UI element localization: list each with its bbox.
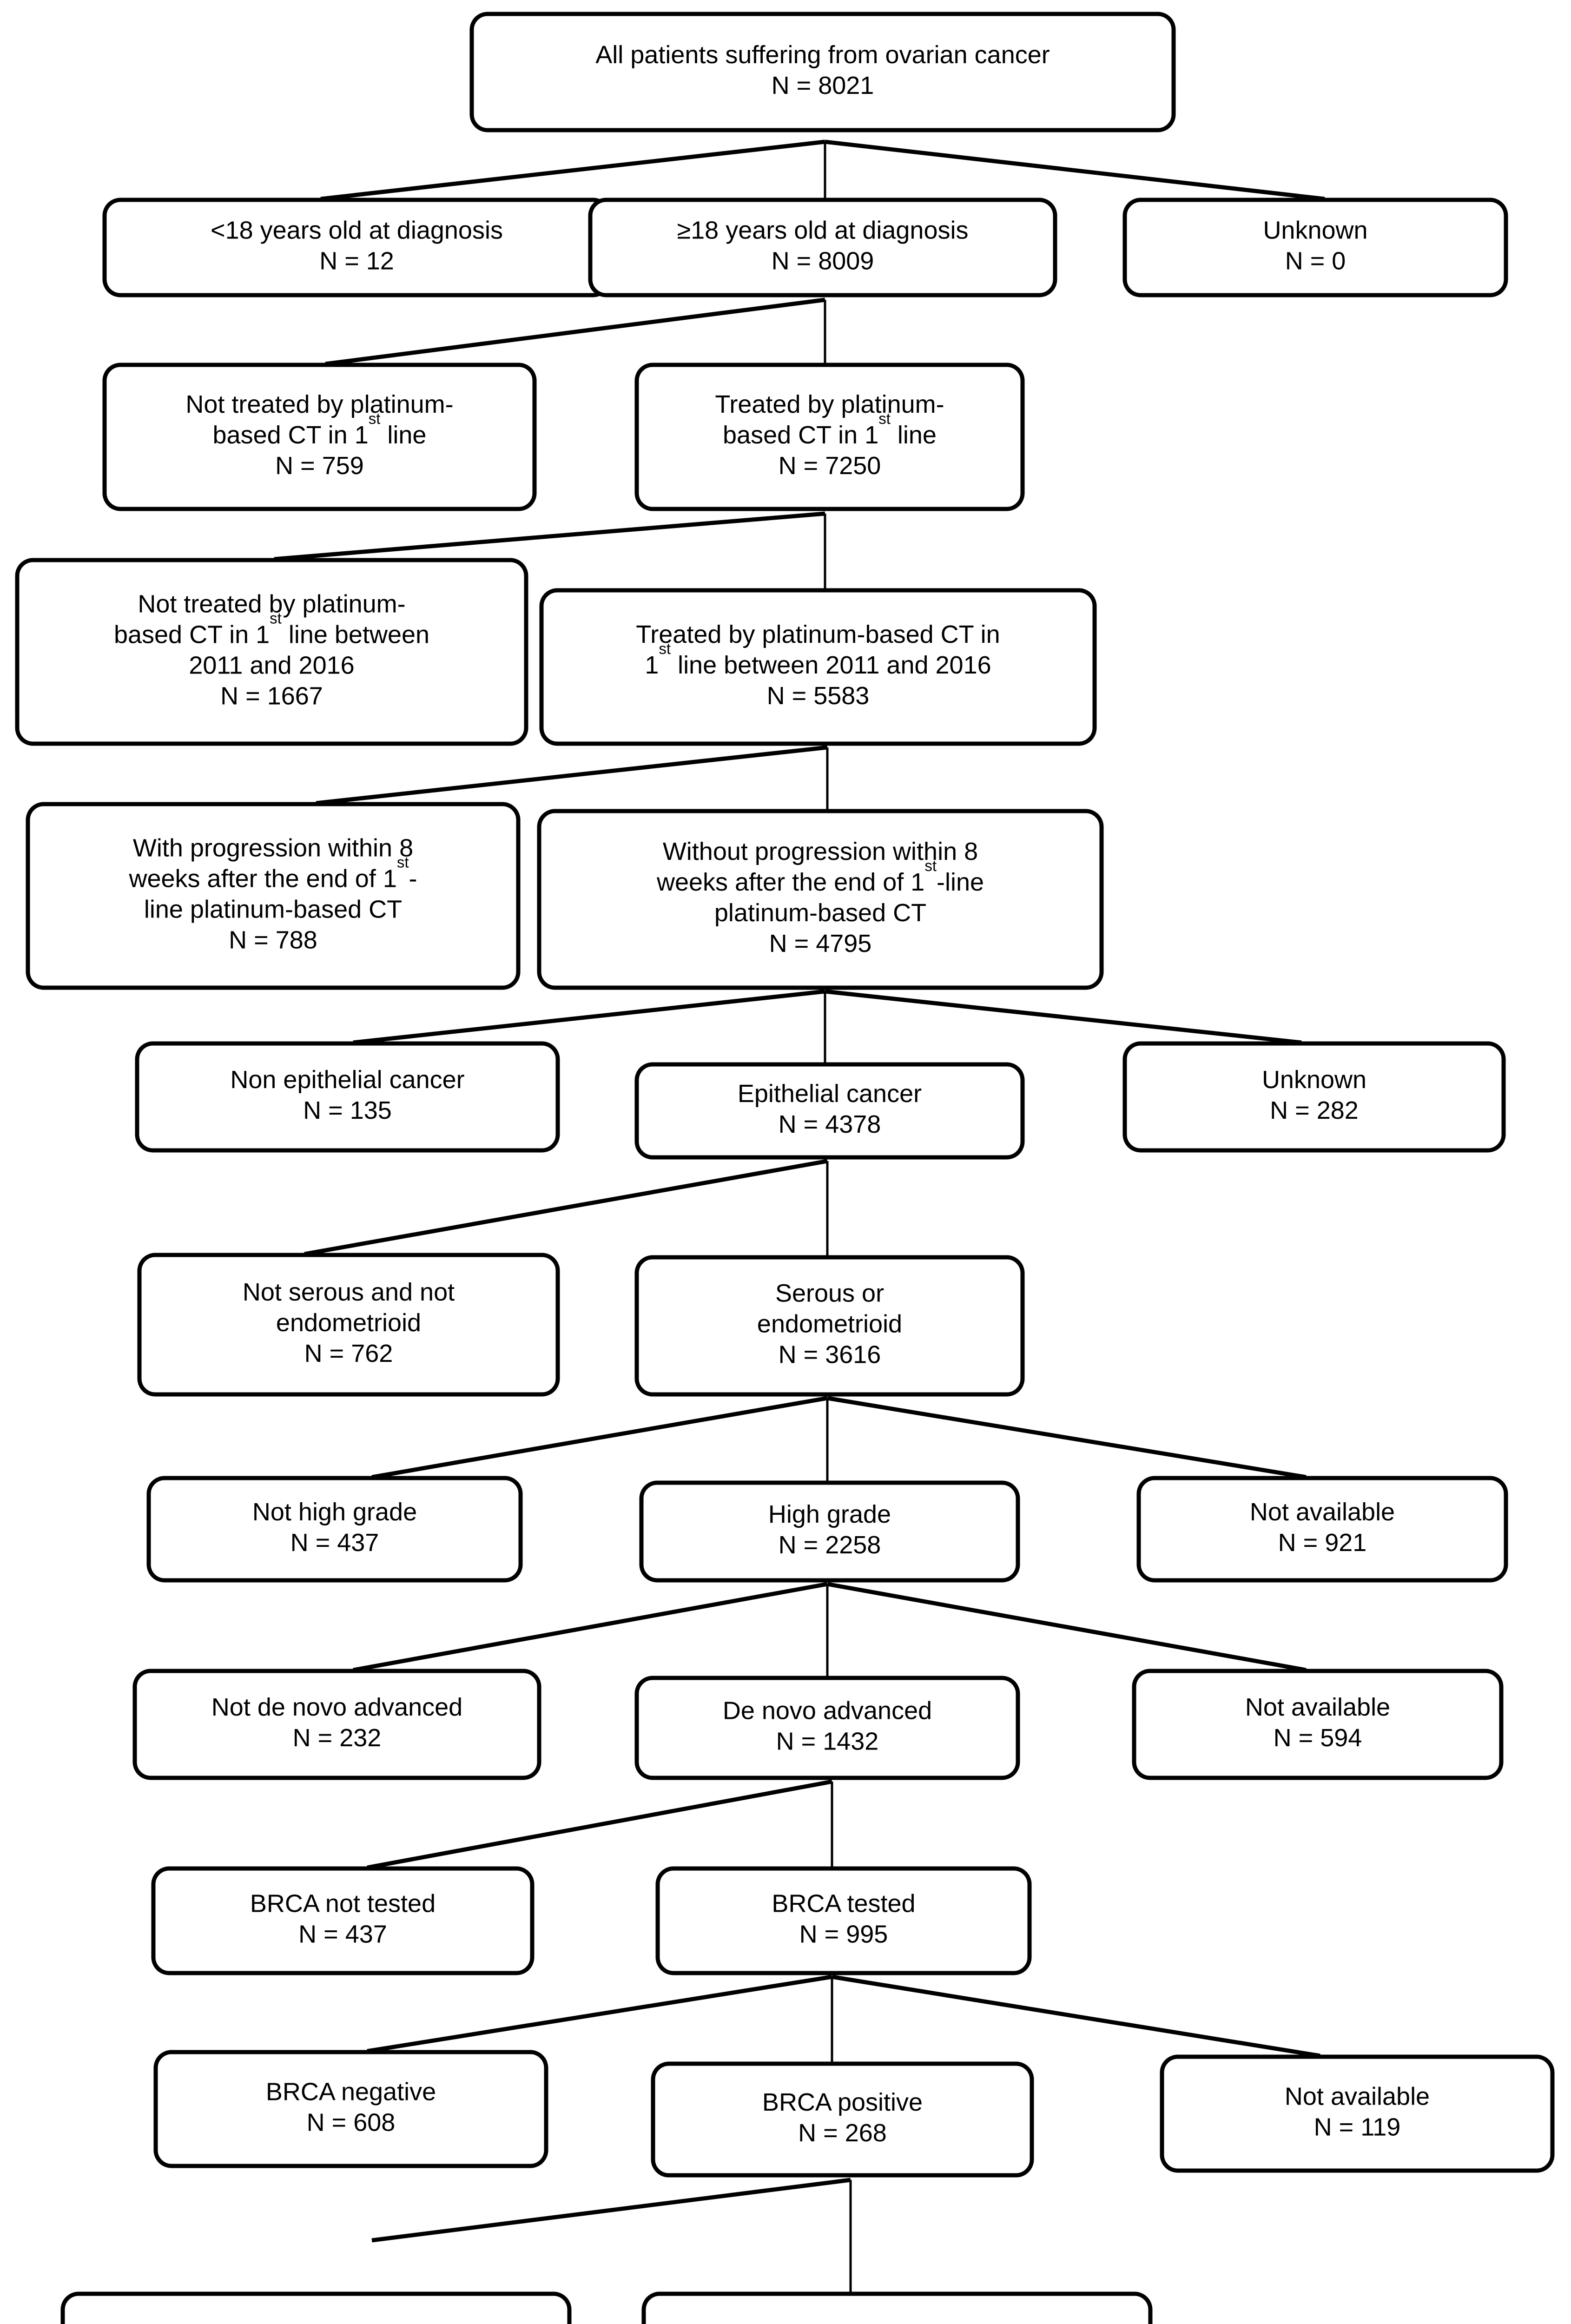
node-box-brca-positive bbox=[651, 2061, 1034, 2178]
connector-layer bbox=[274, 139, 1325, 2295]
node-box-brca-negative bbox=[153, 2050, 548, 2168]
edge-denovo-to-brcanottested bbox=[367, 1779, 832, 1870]
edge-noprog-to-nonepithelial bbox=[353, 989, 825, 1045]
node-box-brca-not-available bbox=[1160, 2054, 1555, 2173]
node-box-not-treated-2011-2016 bbox=[15, 558, 528, 746]
node-time-to-ct-lt-1000-days: Time between diagnosisand start of plati… bbox=[641, 2291, 1153, 2324]
edge-2011-to-progression bbox=[316, 745, 828, 805]
edge-all-to-unknown bbox=[825, 139, 1325, 201]
node-box-not-de-novo-advanced bbox=[132, 1669, 541, 1780]
node-all-patients: All patients suffering from ovarian canc… bbox=[469, 12, 1176, 132]
node-box-treated-platinum-first-line bbox=[634, 363, 1025, 511]
node-treated-platinum-first-line: Treated by platinum-based CT in 1st line… bbox=[634, 363, 1025, 511]
node-box-brca-not-tested bbox=[151, 1866, 535, 1975]
node-box-treated-2011-2016 bbox=[539, 588, 1097, 746]
node-label-not-treated-platinum-first-line: Not treated by platinum-based CT in 1st … bbox=[185, 390, 453, 480]
node-box-not-serous-not-endometrioid bbox=[137, 1253, 560, 1397]
edge-brcatested-to-negative bbox=[367, 1974, 832, 2053]
node-box-without-progression-8-weeks bbox=[537, 809, 1104, 990]
node-box-grade-not-available bbox=[1136, 1476, 1508, 1583]
node-box-stage-not-available bbox=[1132, 1669, 1504, 1780]
edge-brcatested-to-na bbox=[832, 1974, 1320, 2058]
edge-all-to-under18 bbox=[320, 139, 825, 201]
node-box-de-novo-advanced bbox=[634, 1676, 1020, 1780]
node-box-not-treated-platinum-first-line bbox=[102, 363, 537, 511]
edge-epithelial-to-notserous bbox=[304, 1159, 828, 1256]
node-box-non-epithelial-cancer bbox=[135, 1041, 560, 1153]
node-box-age-unknown bbox=[1122, 198, 1508, 297]
node-box-epithelial-cancer bbox=[634, 1062, 1025, 1160]
node-label-treated-platinum-first-line: Treated by platinum-based CT in 1st line… bbox=[715, 390, 944, 480]
edge-18plus-to-not-treated bbox=[325, 297, 825, 366]
edge-treated-to-not-2011 bbox=[274, 511, 825, 561]
node-box-serous-or-endometrioid bbox=[634, 1255, 1025, 1397]
node-box-not-high-grade bbox=[146, 1476, 523, 1583]
node-box-all-patients bbox=[469, 12, 1176, 132]
edge-highgrade-to-notdenovo bbox=[353, 1582, 828, 1672]
node-label-all-patients: All patients suffering from ovarian canc… bbox=[595, 41, 1050, 99]
edge-noprog-to-unknown bbox=[825, 989, 1302, 1045]
edge-brcapos-to-ge1000 bbox=[371, 2178, 851, 2243]
node-box-18-or-older-at-diagnosis bbox=[588, 198, 1057, 297]
node-box-time-to-ct-ge-1000-days bbox=[60, 2291, 572, 2324]
node-not-treated-2011-2016: Not treated by platinum-based CT in 1st … bbox=[15, 558, 528, 746]
edge-serous-to-nothighgrade bbox=[371, 1396, 828, 1479]
node-layer: All patients suffering from ovarian canc… bbox=[15, 12, 1555, 2324]
edge-serous-to-na bbox=[827, 1396, 1307, 1479]
node-time-to-ct-ge-1000-days: Time between diagnosisand start of plati… bbox=[60, 2291, 572, 2324]
node-box-time-to-ct-lt-1000-days bbox=[641, 2291, 1153, 2324]
node-box-with-progression-8-weeks bbox=[26, 802, 521, 990]
node-box-brca-tested bbox=[655, 1866, 1032, 1975]
node-box-high-grade bbox=[639, 1480, 1020, 1583]
edge-highgrade-to-na bbox=[827, 1582, 1307, 1672]
node-box-histology-unknown bbox=[1122, 1041, 1506, 1153]
node-not-treated-platinum-first-line: Not treated by platinum-based CT in 1st … bbox=[102, 363, 537, 511]
